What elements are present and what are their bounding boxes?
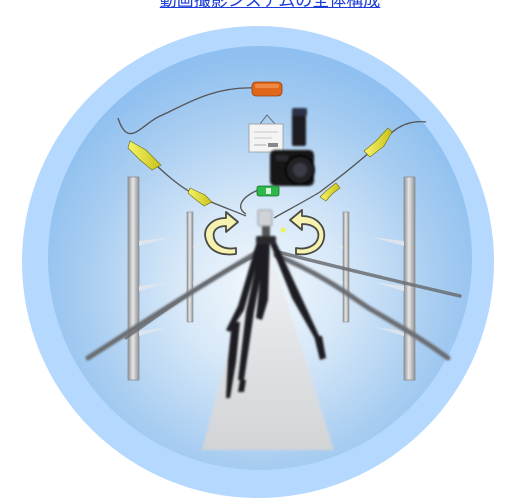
green-panel (257, 186, 279, 196)
orange-sensor (252, 82, 282, 96)
flash-icon (281, 228, 286, 233)
